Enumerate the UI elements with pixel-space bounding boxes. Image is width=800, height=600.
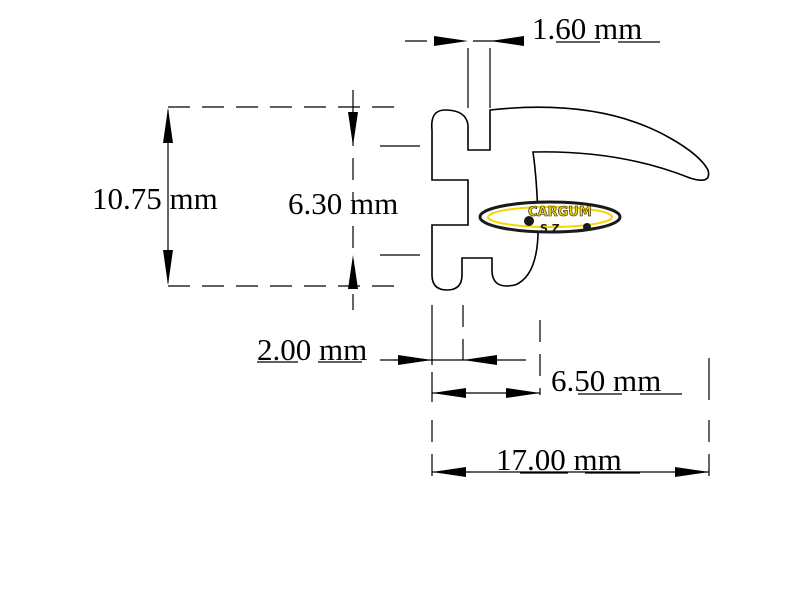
dim-total-width: 17.00 mm — [431, 358, 710, 477]
arrow-down-icon — [163, 250, 173, 285]
arrow-right-icon — [434, 36, 468, 46]
arrow-left-icon — [490, 36, 524, 46]
label-total-height: 10.75 mm — [92, 181, 218, 216]
arrow-down-icon — [348, 112, 358, 146]
label-bottom-gap: 2.00 mm — [257, 332, 367, 367]
dim-bottom-gap: 2.00 mm — [257, 305, 526, 367]
arrow-up-icon — [348, 255, 358, 289]
dim-top-width: 1.60 mm — [405, 11, 660, 108]
logo-ellipse-inner — [487, 206, 613, 228]
logo-text: CARGUM — [528, 205, 592, 220]
arrow-left-icon — [432, 467, 466, 477]
logo-subtext: S Z — [540, 222, 560, 235]
dim-lip-width: 6.50 mm — [431, 320, 682, 402]
dim-total-height: 10.75 mm — [92, 106, 400, 287]
arrow-up-icon — [163, 108, 173, 143]
arrow-right-icon — [506, 388, 540, 398]
label-lip-width: 6.50 mm — [551, 363, 661, 398]
dim-inner-height: 6.30 mm — [288, 90, 420, 310]
arrow-left-icon — [463, 355, 497, 365]
cargum-logo: CARGUM S Z — [478, 200, 622, 235]
label-total-width: 17.00 mm — [496, 442, 622, 477]
profile-outline — [430, 106, 710, 291]
label-top-width: 1.60 mm — [532, 11, 642, 46]
arrow-right-icon — [675, 467, 709, 477]
logo-dot-icon — [583, 223, 591, 231]
logo-dot-icon — [524, 216, 534, 226]
arrow-right-icon — [398, 355, 432, 365]
label-inner-height: 6.30 mm — [288, 186, 398, 221]
arrow-left-icon — [432, 388, 466, 398]
